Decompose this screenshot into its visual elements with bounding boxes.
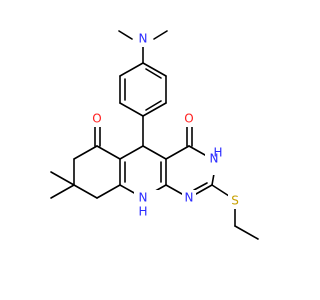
bond-c8-me-top xyxy=(50,171,75,186)
ring-n-label: N xyxy=(139,191,148,205)
bond-c4a-c4 xyxy=(165,145,190,160)
ketone-o-label: O xyxy=(92,112,101,126)
amide-oxygen: O xyxy=(182,111,196,127)
molecule-structure: N O O H N N H N S xyxy=(50,30,259,240)
amide-o-label: O xyxy=(184,112,193,126)
bond-phenyl-1 xyxy=(142,62,167,77)
ring-h-label: H xyxy=(138,205,147,219)
bond-ch2-ch3 xyxy=(234,225,259,240)
bond-c5a-c6 xyxy=(96,145,121,160)
bond-phenyl-inner-1 xyxy=(145,68,162,79)
bond-c2-n1-inner xyxy=(193,182,208,191)
ketone-oxygen: O xyxy=(90,111,104,127)
amide-h-label: H xyxy=(213,146,222,160)
bond-c4-n3 xyxy=(188,145,206,156)
bond-nme-left xyxy=(118,30,133,40)
bond-n10-c9a xyxy=(119,184,137,195)
bond-nme-right xyxy=(153,30,168,40)
amide-n-label: N xyxy=(210,152,219,166)
thioether-s-label: S xyxy=(231,194,239,208)
bond-n1-c10a xyxy=(165,184,183,195)
bond-c9-c9a xyxy=(96,184,121,199)
dimethylamino-n-label: N xyxy=(139,32,148,46)
bond-c8-c9 xyxy=(73,184,98,199)
bond-c5-c4a xyxy=(142,145,167,160)
bond-c2-n1 xyxy=(195,184,213,195)
bond-phenyl-4 xyxy=(119,102,144,117)
amide-nh-group: H N xyxy=(205,145,231,175)
dimethylamino-nitrogen: N xyxy=(136,31,150,47)
bond-phenyl-6 xyxy=(119,62,144,77)
thioether-sulfur: S xyxy=(228,193,242,209)
bond-c2-s xyxy=(211,184,230,197)
pyrimidine-n-label: N xyxy=(185,191,194,205)
bond-c6-c7 xyxy=(73,145,98,160)
pyrimidine-nitrogen: N xyxy=(182,190,196,206)
bond-c8-me-bottom xyxy=(50,184,75,199)
bond-c5a-c5 xyxy=(119,145,144,160)
bond-lines xyxy=(50,30,259,240)
ring-nh-group: N H xyxy=(134,190,160,222)
bond-phenyl-inner-2 xyxy=(145,100,162,111)
bond-phenyl-3 xyxy=(142,102,167,117)
atom-labels: N O O H N N H N S xyxy=(90,31,242,222)
